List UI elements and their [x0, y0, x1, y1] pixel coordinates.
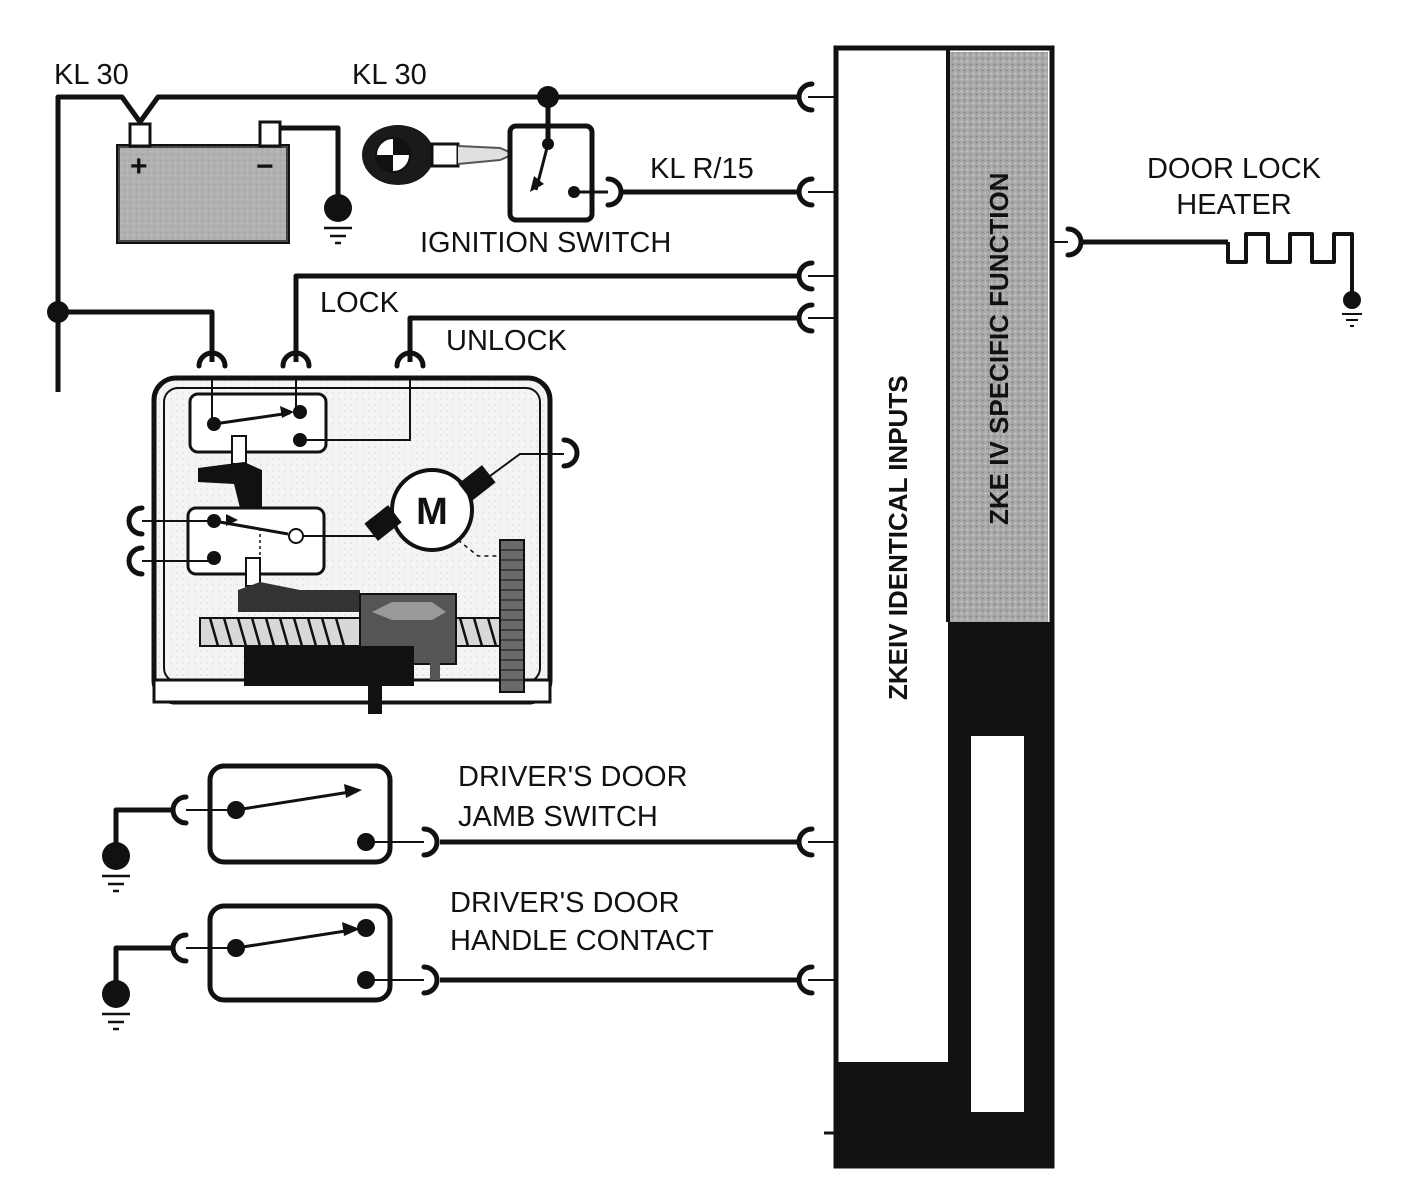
spur-gear	[499, 539, 525, 693]
handle-contact-label-line2: HANDLE CONTACT	[450, 925, 714, 957]
specific-function-area	[948, 52, 1048, 622]
handle-contact	[186, 903, 424, 1003]
connector-icon	[1065, 226, 1084, 258]
ignition-switch	[362, 118, 608, 223]
kl30-left-wire	[55, 94, 143, 392]
connector-icon	[170, 794, 189, 826]
connector-icon	[796, 260, 815, 292]
connector-icon	[126, 505, 145, 537]
handle-ground-wire	[113, 945, 172, 988]
connector-icon	[796, 826, 815, 858]
labels: KL 30 KL 30 KL R/15 IGNITION SWITCH LOCK…	[54, 59, 1322, 957]
kl30-wire	[137, 94, 800, 124]
connector-icon	[126, 545, 145, 577]
jamb-switch-label-line1: DRIVER'S DOOR	[458, 761, 688, 793]
connector-icon	[796, 302, 815, 334]
unlock-wire	[407, 315, 800, 362]
connector-icon	[196, 350, 228, 369]
lock-wire	[293, 273, 800, 362]
jamb-switch-label-line2: JAMB SWITCH	[458, 801, 658, 833]
connector-icon	[421, 826, 440, 858]
handle-contact-label-line1: DRIVER'S DOOR	[450, 887, 680, 919]
connector-icon	[561, 437, 580, 469]
connector-icon	[796, 964, 815, 996]
motor-label: M	[416, 491, 448, 533]
module-pins	[808, 96, 1068, 981]
kl-r15-label: KL R/15	[650, 153, 754, 185]
heater-label-line2: HEATER	[1176, 189, 1291, 221]
unlock-label: UNLOCK	[446, 325, 568, 357]
module-identical-inputs-label: ZKEIV IDENTICAL INPUTS	[883, 375, 913, 700]
connector-icon	[170, 932, 189, 964]
lock-position-switch	[188, 392, 328, 454]
actuator-feed-wire	[58, 309, 215, 362]
battery-icon: + −	[116, 120, 290, 244]
ground-icon	[100, 978, 132, 1031]
battery-plus-label: +	[130, 150, 148, 183]
battery-minus-label: −	[256, 150, 274, 183]
ground-icon	[100, 840, 132, 893]
ground-icon	[322, 192, 354, 245]
control-module: ZKEIV IDENTICAL INPUTS ZKE IV SPECIFIC F…	[808, 45, 1068, 1169]
jamb-switch	[186, 763, 424, 865]
wires	[55, 94, 1354, 988]
module-window	[971, 736, 1024, 1112]
ground-icon	[1341, 290, 1363, 327]
heater-element	[1226, 232, 1354, 296]
connector-icon	[421, 964, 440, 996]
junctions	[47, 86, 559, 323]
connector-icon	[394, 350, 426, 369]
kl30-left-label: KL 30	[54, 59, 129, 91]
ignition-key-icon	[362, 125, 517, 185]
connectors	[126, 81, 1084, 996]
connector-icon	[280, 350, 312, 369]
ignition-switch-label: IGNITION SWITCH	[420, 227, 671, 259]
module-specific-function-label: ZKE IV SPECIFIC FUNCTION	[984, 173, 1014, 525]
door-lock-actuator: M	[142, 375, 564, 714]
module-black-base	[838, 1062, 950, 1166]
connector-icon	[796, 176, 815, 208]
connector-icon	[796, 81, 815, 113]
jamb-ground-wire	[113, 807, 172, 848]
heater-label-line1: DOOR LOCK	[1147, 153, 1322, 185]
kl30-top-label: KL 30	[352, 59, 427, 91]
motor-icon: M	[364, 465, 496, 552]
connector-icon	[605, 176, 624, 208]
lock-label: LOCK	[320, 287, 400, 319]
